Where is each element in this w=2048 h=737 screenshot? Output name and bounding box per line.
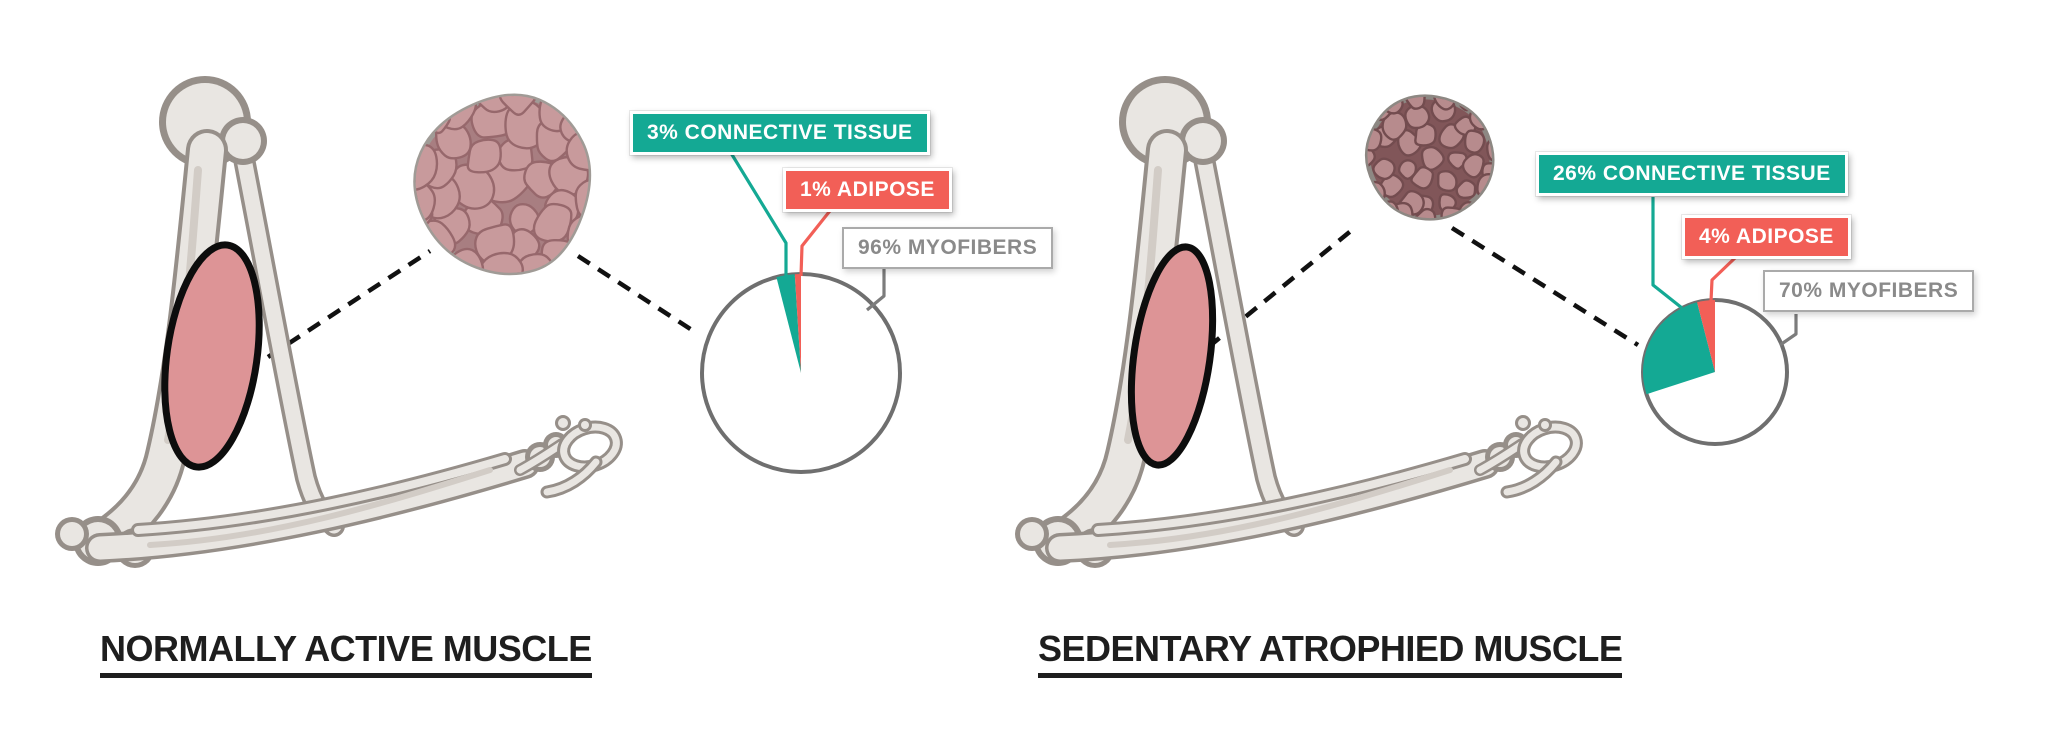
knuckle	[558, 418, 568, 428]
muscle-fiber-cell	[1420, 145, 1445, 172]
ulna	[134, 455, 509, 534]
connective-tissue-label-normal: 3% CONNECTIVE TISSUE	[630, 111, 930, 155]
myofibers-label-atrophied: 70% MYOFIBERS	[1763, 270, 1975, 312]
muscle-cross-section-atrophied	[1364, 94, 1495, 221]
forearm-shading	[1107, 467, 1453, 548]
muscle-fiber-cell	[1461, 152, 1485, 179]
knuckle	[581, 421, 589, 429]
fiber-cells	[415, 95, 589, 273]
pie-slice-connective-tissue	[776, 274, 801, 373]
muscle-fiber-cell	[1486, 134, 1493, 163]
left-panel-title: NORMALLY ACTIVE MUSCLE	[100, 628, 592, 678]
adipose-leader-line-atrophied	[1709, 255, 1738, 302]
muscle-fiber-cell	[1468, 104, 1493, 131]
muscle-fiber-cell	[1404, 96, 1426, 110]
muscle-belly-atrophied	[1127, 243, 1217, 469]
muscle-fiber-cell	[1413, 207, 1437, 219]
forearm-shading	[147, 467, 493, 548]
muscle-fiber-cell	[574, 178, 589, 219]
olecranon	[60, 522, 84, 546]
muscle-fiber-cell	[1463, 129, 1486, 154]
humerus-tubercle	[225, 123, 261, 159]
ulna	[1094, 455, 1469, 534]
connective-tissue-label-atrophied: 26% CONNECTIVE TISSUE	[1536, 152, 1848, 196]
adipose-label-atrophied: 4% ADIPOSE	[1682, 215, 1851, 259]
muscle-cross-section-normal	[413, 93, 592, 276]
myofibers-leader-line-atrophied	[1779, 314, 1798, 347]
muscle-fiber-cell	[1437, 170, 1458, 193]
connective-leader-line-normal	[729, 152, 788, 277]
pie-chart-normal	[700, 272, 902, 474]
muscle-belly-normal	[161, 241, 263, 471]
arm-skeleton-atrophied	[1015, 76, 1583, 568]
dashed-connector-normal	[266, 249, 432, 359]
knuckle	[1518, 418, 1528, 428]
connective-leader-line-atrophied	[1651, 197, 1683, 310]
thumb	[543, 458, 600, 496]
humerus-tubercle	[1185, 123, 1221, 159]
dashed-connector-atrophied	[1450, 226, 1640, 347]
dashed-connector-normal	[576, 254, 700, 336]
pie-chart-atrophied	[1641, 298, 1789, 446]
pie-slice-connective-tissue	[1642, 302, 1715, 395]
right-panel-title: SEDENTARY ATROPHIED MUSCLE	[1038, 628, 1623, 678]
olecranon	[1020, 522, 1044, 546]
myofibers-leader-line-normal	[865, 268, 886, 312]
muscle-fiber-cell	[1372, 157, 1396, 181]
thumb	[1503, 458, 1560, 496]
pie-slice-adipose	[1697, 299, 1715, 372]
muscle-fiber-cell	[466, 138, 502, 174]
pie-slice-adipose	[794, 274, 801, 373]
myofibers-label-normal: 96% MYOFIBERS	[842, 227, 1054, 269]
adipose-label-normal: 1% ADIPOSE	[783, 168, 952, 212]
muscle-fiber-cell	[565, 130, 589, 172]
muscle-fiber-cell	[1397, 159, 1418, 180]
muscle-fiber-cell	[498, 95, 538, 116]
muscle-fiber-cell	[559, 101, 589, 145]
arm-skeleton-normal	[55, 76, 623, 568]
adipose-leader-line-normal	[799, 206, 835, 277]
muscle-fiber-cell	[477, 251, 524, 273]
muscle-fiber-cell	[1410, 166, 1435, 190]
knuckle	[1541, 421, 1549, 429]
dashed-connector-atrophied	[1188, 228, 1354, 364]
muscle-fiber-cell	[1457, 96, 1479, 112]
muscle-fiber-cell	[1455, 179, 1477, 200]
